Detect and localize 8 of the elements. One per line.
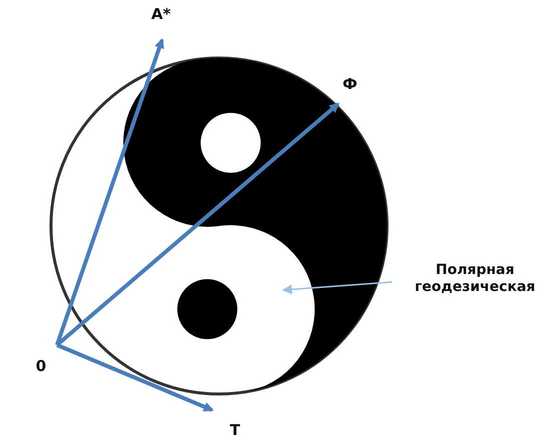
vector-arrow bbox=[56, 102, 340, 347]
vector-label: Ф bbox=[338, 76, 362, 93]
vector-label: A* bbox=[146, 6, 176, 23]
vector-label: 0 bbox=[32, 358, 50, 375]
callout-label: Полярная геодезическая bbox=[392, 262, 558, 296]
vector-arrow bbox=[55, 38, 164, 346]
vector-arrow bbox=[56, 343, 214, 412]
vector-label: T bbox=[226, 422, 244, 439]
